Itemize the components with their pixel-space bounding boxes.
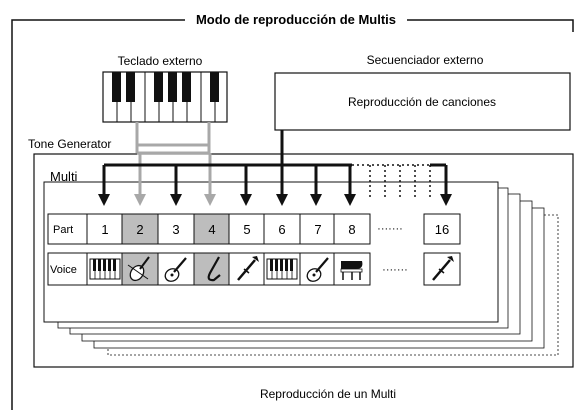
song-playback-label: Reproducción de canciones [348, 95, 496, 109]
trumpet-icon [237, 256, 259, 281]
part-cell [121, 213, 159, 245]
footer-label: Reproducción de un Multi [260, 387, 396, 401]
part-cell [86, 213, 124, 245]
part-number: 3 [172, 222, 179, 237]
multi-label: Multi [50, 169, 78, 184]
external-keyboard-label: Teclado externo [118, 54, 203, 68]
part-cell [423, 213, 461, 245]
tone-generator-label: Tone Generator [28, 137, 111, 151]
diagram-title: Modo de reproducción de Multis [196, 12, 396, 27]
part-column: 1 [86, 213, 124, 286]
guitar-icon [164, 257, 187, 282]
part-column: 16 [423, 213, 461, 286]
sequencer-routing [98, 130, 452, 206]
piano-icon [340, 261, 363, 280]
voice-ellipsis: ······· [382, 264, 408, 276]
part-cell [333, 213, 371, 245]
part-cell [228, 213, 266, 245]
part-cell [193, 213, 231, 245]
part-column: 2 [121, 213, 159, 286]
multi-front-panel [43, 181, 499, 323]
violin-icon [127, 256, 150, 282]
keyboard-routing [134, 122, 216, 206]
part-ellipsis: ······· [377, 223, 403, 235]
multi-box [33, 153, 574, 368]
guitar-icon [306, 257, 329, 282]
part-voice-table: Part Voice 1 2 3 4 5 6 7 8 16 ······· ······· [47, 213, 461, 286]
part-column: 8 [333, 213, 371, 286]
song-playback-box [274, 72, 571, 131]
part-column: 5 [228, 213, 266, 286]
keyboard-icon [266, 258, 298, 280]
part-number: 16 [435, 222, 449, 237]
keyboard-icon [102, 71, 228, 123]
part-number: 7 [314, 222, 321, 237]
trumpet-icon [432, 256, 454, 281]
part-number: 2 [136, 222, 143, 237]
part-column: 3 [157, 213, 195, 286]
part-number: 5 [243, 222, 250, 237]
part-cell [157, 213, 195, 245]
part-number: 4 [208, 222, 215, 237]
saxophone-icon [207, 256, 221, 282]
part-column: 4 [193, 213, 231, 286]
part-cell [263, 213, 301, 245]
part-number: 8 [348, 222, 355, 237]
dotted-routing [352, 164, 431, 198]
external-sequencer-label: Secuenciador externo [367, 53, 484, 67]
keyboard-icon [89, 258, 121, 280]
part-column: 7 [299, 213, 337, 286]
voice-row-label: Voice [50, 264, 77, 276]
part-number: 6 [278, 222, 285, 237]
part-column: 6 [263, 213, 301, 286]
part-number: 1 [101, 222, 108, 237]
outer-frame [11, 19, 574, 410]
part-row-label: Part [53, 224, 73, 236]
